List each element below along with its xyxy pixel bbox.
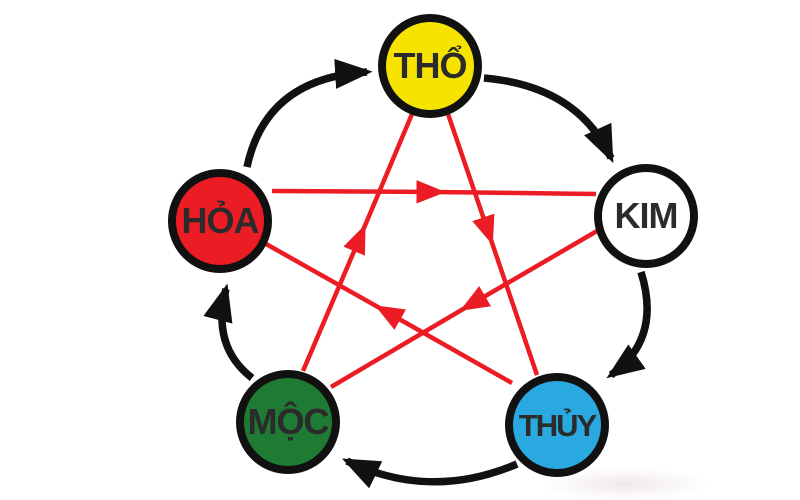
line-moc-to-tho bbox=[300, 113, 415, 372]
arc-tho-to-kim bbox=[483, 74, 615, 164]
generating-cycle-group bbox=[203, 58, 651, 489]
arc-moc-to-hoa bbox=[203, 283, 255, 381]
line-hoa-to-kim bbox=[271, 180, 597, 204]
node-earth-label: THỔ bbox=[393, 45, 468, 86]
node-fire-label: HỎA bbox=[181, 200, 260, 241]
overcoming-cycle-group bbox=[257, 113, 599, 389]
node-earth-tho: THỔ bbox=[378, 14, 482, 118]
node-fire-hoa: HỎA bbox=[168, 169, 272, 273]
line-kim-to-moc bbox=[329, 229, 599, 389]
line-thuy-to-hoa bbox=[257, 238, 514, 385]
node-wood-label: MỘC bbox=[247, 401, 330, 442]
node-wood-moc: MỘC bbox=[236, 370, 340, 474]
arc-kim-to-thuy bbox=[606, 270, 651, 379]
arc-hoa-to-tho bbox=[243, 58, 373, 168]
line-tho-to-thuy bbox=[445, 113, 540, 376]
arc-thuy-to-moc bbox=[341, 457, 519, 489]
node-metal-kim: KIM bbox=[594, 164, 698, 268]
node-water-thuy: THỦY bbox=[505, 373, 609, 477]
node-metal-label: KIM bbox=[614, 195, 679, 236]
node-water-label: THỦY bbox=[518, 407, 597, 443]
